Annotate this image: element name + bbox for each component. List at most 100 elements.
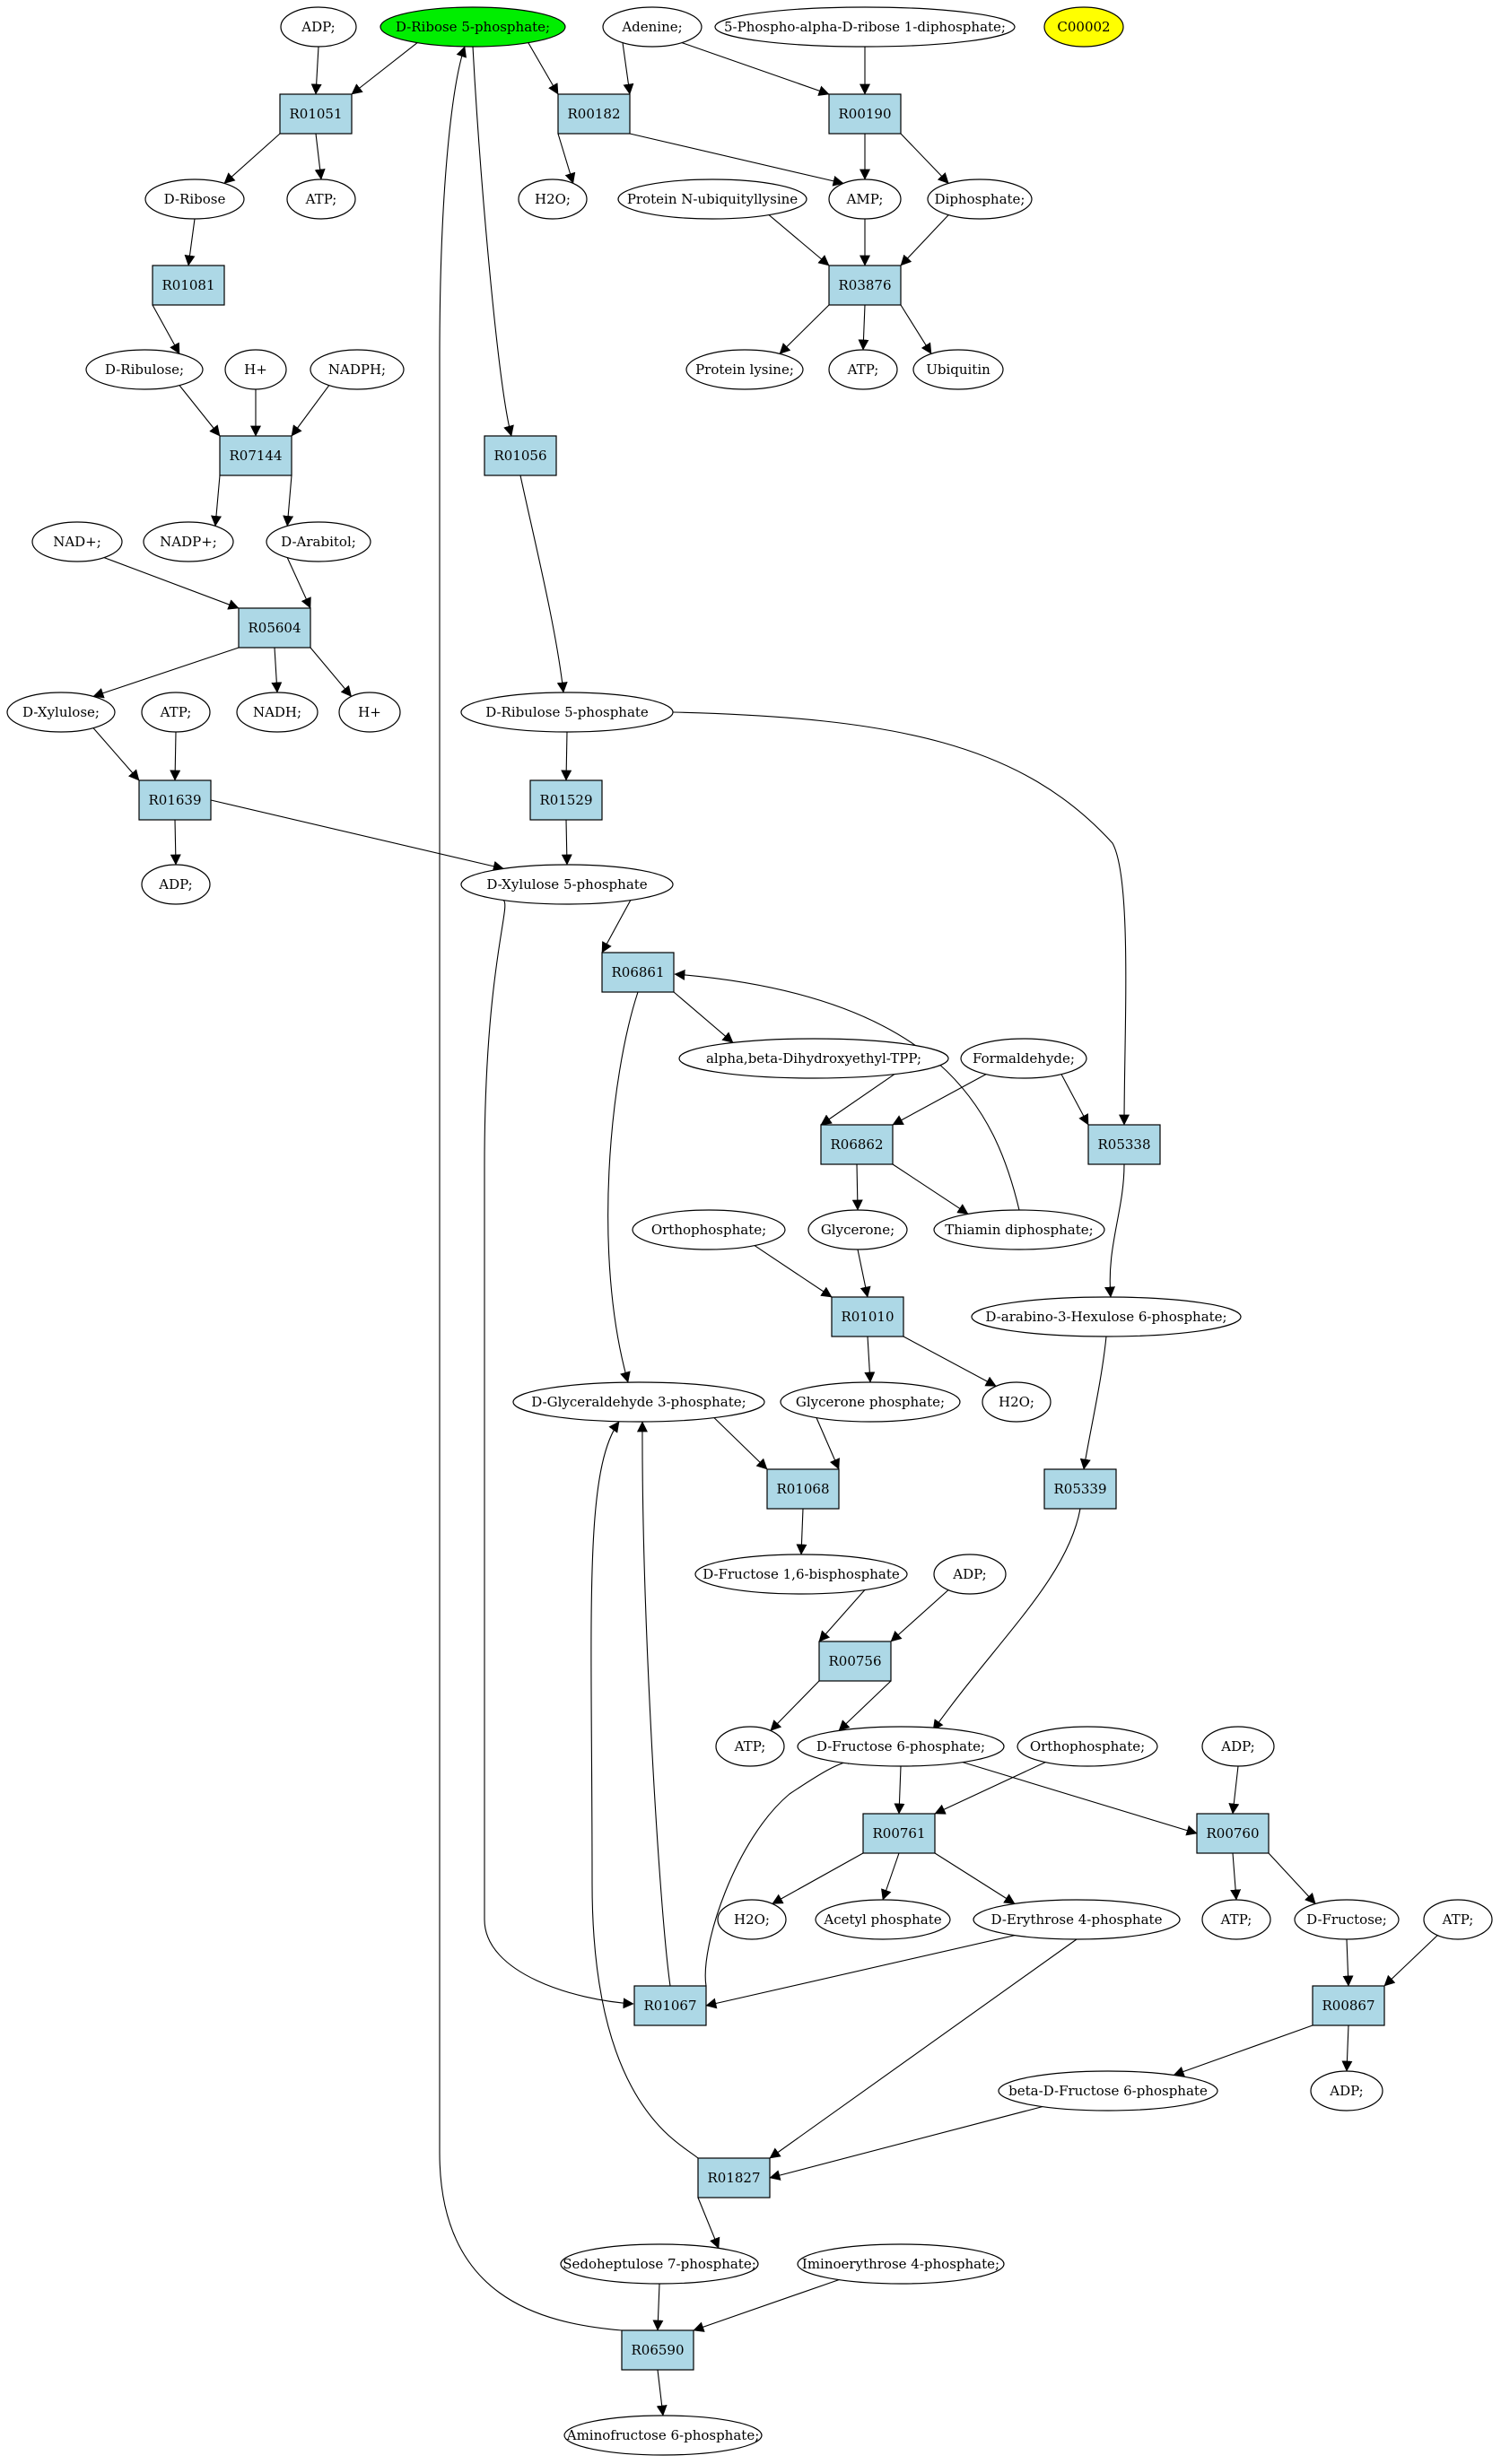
compound-node-n-nad[interactable]: NAD+; <box>31 521 123 562</box>
compound-node-n-adp1[interactable]: ADP; <box>280 6 357 48</box>
edge-r01068-n_fbp <box>796 1508 807 1555</box>
reaction-node-r01529[interactable]: R01529 <box>529 779 603 821</box>
compound-node-n-formald[interactable]: Formaldehyde; <box>960 1038 1087 1079</box>
node-label: Aminofructose 6-phosphate; <box>566 2427 760 2443</box>
compound-node-n-s7p[interactable]: Sedoheptulose 7-phosphate; <box>560 2243 759 2285</box>
edge-n_f6p-r00761 <box>894 1765 905 1815</box>
reaction-node-r01639[interactable]: R01639 <box>138 779 212 821</box>
reaction-node-r06590[interactable]: R06590 <box>621 2329 694 2371</box>
compound-node-n-af6p[interactable]: Aminofructose 6-phosphate; <box>563 2415 763 2456</box>
compound-node-n-adp3[interactable]: ADP; <box>933 1554 1007 1595</box>
reaction-node-r05338[interactable]: R05338 <box>1087 1124 1161 1165</box>
compound-node-n-dhap[interactable]: Glycerone phosphate; <box>780 1381 961 1423</box>
node-label: D-Glyceraldehyde 3-phosphate; <box>531 1394 746 1410</box>
node-shape <box>933 1209 1105 1250</box>
reaction-node-r00756[interactable]: R00756 <box>818 1641 892 1682</box>
compound-node-n-diphos[interactable]: Diphosphate; <box>927 178 1033 220</box>
reaction-node-r01051[interactable]: R01051 <box>279 93 353 135</box>
compound-node-n-f6p[interactable]: D-Fructose 6-phosphate; <box>797 1726 1005 1767</box>
compound-node-n-bf6p[interactable]: beta-D-Fructose 6-phosphate <box>998 2070 1218 2111</box>
node-label: Glycerone; <box>821 1222 894 1238</box>
compound-node-n-h2o1[interactable]: H2O; <box>518 178 588 220</box>
edge-r01827-n_g3p <box>590 1421 699 2159</box>
compound-node-n-g3p[interactable]: D-Glyceraldehyde 3-phosphate; <box>512 1381 765 1423</box>
reaction-node-r05339[interactable]: R05339 <box>1043 1468 1117 1510</box>
compound-node-n-orthop2[interactable]: Orthophosphate; <box>1017 1726 1158 1767</box>
reaction-node-r03876[interactable]: R03876 <box>828 265 902 306</box>
compound-node-n-atp4[interactable]: ATP; <box>715 1726 785 1767</box>
compound-node-n-ubiq[interactable]: Ubiquitin <box>912 349 1004 390</box>
compound-node-n-atp2[interactable]: ATP; <box>828 349 898 390</box>
node-shape <box>766 1468 840 1510</box>
node-label: R00756 <box>828 1653 881 1669</box>
compound-node-n-thdp[interactable]: Thiamin diphosphate; <box>933 1209 1105 1250</box>
compound-node-n-atp3[interactable]: ATP; <box>141 692 211 733</box>
reaction-node-r07144[interactable]: R07144 <box>219 435 292 476</box>
compound-node-n-h2o2[interactable]: H2O; <box>982 1381 1052 1423</box>
compound-node-n-ru5p[interactable]: D-Ribulose 5-phosphate <box>460 692 674 733</box>
reaction-node-r05604[interactable]: R05604 <box>238 607 311 649</box>
reaction-node-r01010[interactable]: R01010 <box>831 1296 904 1337</box>
node-shape <box>1294 1899 1400 1940</box>
node-shape <box>818 1641 892 1682</box>
compound-node-n-nadh[interactable]: NADH; <box>236 692 319 733</box>
compound-node-n-e4p[interactable]: D-Erythrose 4-phosphate <box>973 1899 1181 1940</box>
compound-node-n-arabitol[interactable]: D-Arabitol; <box>266 521 371 562</box>
compound-node-n-prpp[interactable]: 5-Phospho-alpha-D-ribose 1-diphosphate; <box>714 6 1016 48</box>
compound-node-n-h2o3[interactable]: H2O; <box>717 1899 787 1940</box>
node-shape <box>617 178 807 220</box>
compound-node-n-adenine[interactable]: Adenine; <box>602 6 703 48</box>
compound-node-n-atp6[interactable]: ATP; <box>1423 1899 1493 1940</box>
node-shape <box>224 349 287 390</box>
compound-node-n-c00002[interactable]: C00002 <box>1043 6 1124 48</box>
reaction-node-r06861[interactable]: R06861 <box>601 952 675 993</box>
compound-node-n-ah6p[interactable]: D-arabino-3-Hexulose 6-phosphate; <box>971 1296 1242 1337</box>
node-shape <box>460 864 674 905</box>
compound-node-n-plys[interactable]: Protein lysine; <box>685 349 804 390</box>
compound-node-n-dxylulose[interactable]: D-Xylulose; <box>6 692 116 733</box>
reaction-node-r00190[interactable]: R00190 <box>828 93 902 135</box>
compound-node-n-orthop1[interactable]: Orthophosphate; <box>632 1209 786 1250</box>
compound-node-n-ie4p[interactable]: Iminoerythrose 4-phosphate; <box>797 2243 1005 2285</box>
reaction-node-r01827[interactable]: R01827 <box>697 2157 771 2198</box>
compound-node-n-atp5[interactable]: ATP; <box>1201 1899 1271 1940</box>
compound-node-n-adhetpp[interactable]: alpha,beta-Dihydroxyethyl-TPP; <box>678 1038 949 1079</box>
compound-node-n-dribose[interactable]: D-Ribose <box>144 178 245 220</box>
reaction-node-r01081[interactable]: R01081 <box>152 265 225 306</box>
compound-node-n-acetylp[interactable]: Acetyl phosphate <box>815 1899 951 1940</box>
reaction-node-r01067[interactable]: R01067 <box>633 1985 707 2026</box>
node-shape <box>219 435 292 476</box>
edge-n_xu5p-r01067 <box>484 900 634 2009</box>
compound-node-n-xu5p[interactable]: D-Xylulose 5-phosphate <box>460 864 674 905</box>
compound-node-n-pnul[interactable]: Protein N-ubiquityllysine <box>617 178 807 220</box>
compound-node-n-glycerone[interactable]: Glycerone; <box>807 1209 908 1250</box>
compound-node-n-fbp[interactable]: D-Fructose 1,6-bisphosphate <box>694 1554 908 1595</box>
reaction-node-r00867[interactable]: R00867 <box>1312 1985 1385 2026</box>
compound-node-n-r5p[interactable]: D-Ribose 5-phosphate; <box>380 6 566 48</box>
node-label: H2O; <box>734 1911 770 1928</box>
node-shape <box>238 607 311 649</box>
compound-node-n-dfructose[interactable]: D-Fructose; <box>1294 1899 1400 1940</box>
compound-node-n-dribulose[interactable]: D-Ribulose; <box>85 349 204 390</box>
reaction-node-r00760[interactable]: R00760 <box>1196 1813 1270 1854</box>
reaction-node-r00182[interactable]: R00182 <box>557 93 631 135</box>
reaction-node-r01056[interactable]: R01056 <box>484 435 557 476</box>
compound-node-n-adp4[interactable]: ADP; <box>1201 1726 1275 1767</box>
compound-node-n-amp[interactable]: AMP; <box>828 178 902 220</box>
edge-r01010-n_h2o2 <box>903 1336 997 1387</box>
reaction-node-r06862[interactable]: R06862 <box>820 1124 894 1165</box>
compound-node-n-hplus2[interactable]: H+ <box>338 692 401 733</box>
compound-node-n-adp5[interactable]: ADP; <box>1310 2070 1383 2111</box>
compound-node-n-atp1[interactable]: ATP; <box>286 178 356 220</box>
edge-n_adenine-r00190 <box>681 42 830 96</box>
reaction-node-r00761[interactable]: R00761 <box>862 1813 936 1854</box>
node-label: beta-D-Fructose 6-phosphate <box>1008 2083 1208 2099</box>
reaction-node-r01068[interactable]: R01068 <box>766 1468 840 1510</box>
compound-node-n-hplus1[interactable]: H+ <box>224 349 287 390</box>
node-label: NADH; <box>253 704 301 720</box>
compound-node-n-adp2[interactable]: ADP; <box>141 864 211 905</box>
node-label: D-Ribulose 5-phosphate <box>485 704 649 720</box>
compound-node-n-nadp[interactable]: NADP+; <box>143 521 234 562</box>
node-shape <box>828 178 902 220</box>
compound-node-n-nadph[interactable]: NADPH; <box>310 349 405 390</box>
